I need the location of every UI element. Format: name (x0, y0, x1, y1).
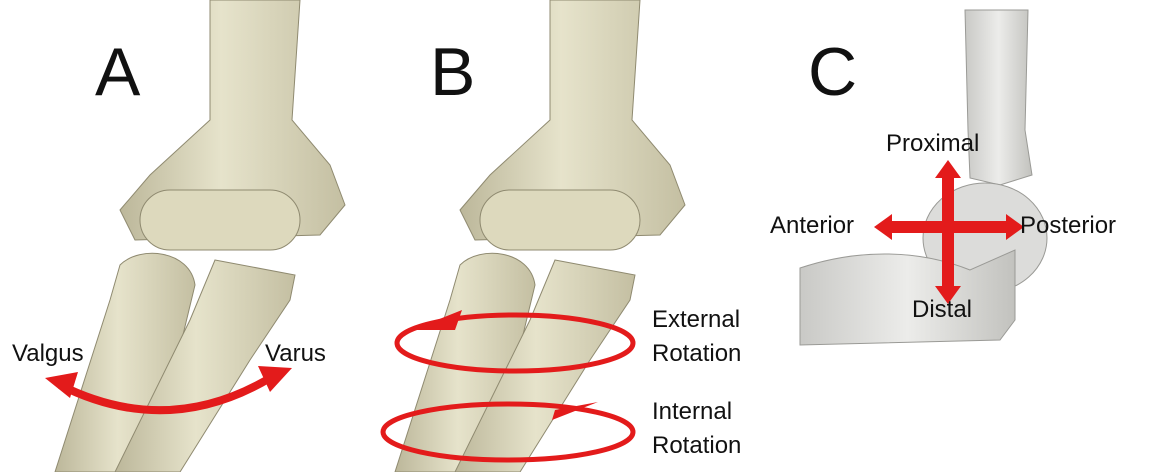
panel-letter-a: A (95, 38, 140, 106)
panel-a-valgus-varus: A Valgus Varus (0, 0, 370, 472)
anterior-label: Anterior (770, 212, 854, 241)
anterior-arrowhead (874, 214, 892, 240)
distal-label: Distal (912, 296, 972, 325)
panel-letter-c: C (808, 38, 857, 106)
proximal-arrowhead (935, 160, 961, 178)
valgus-label: Valgus (12, 340, 84, 369)
external-rotation-label-line2: Rotation (652, 340, 741, 369)
panel-c-directions: C Proximal Anterior Posterior Distal (770, 0, 1155, 472)
elbow-bones-illustration-a (0, 0, 370, 472)
internal-rotation-label-line2: Rotation (652, 432, 741, 461)
panel-b-rotation: B External Rotation Internal Rotation (370, 0, 770, 472)
varus-label: Varus (265, 340, 326, 369)
proximal-label: Proximal (886, 130, 979, 159)
internal-rotation-label-line1: Internal (652, 398, 732, 427)
posterior-label: Posterior (1020, 212, 1116, 241)
external-rotation-arrowhead (412, 310, 462, 330)
panel-letter-b: B (430, 38, 475, 106)
external-rotation-label-line1: External (652, 306, 740, 335)
